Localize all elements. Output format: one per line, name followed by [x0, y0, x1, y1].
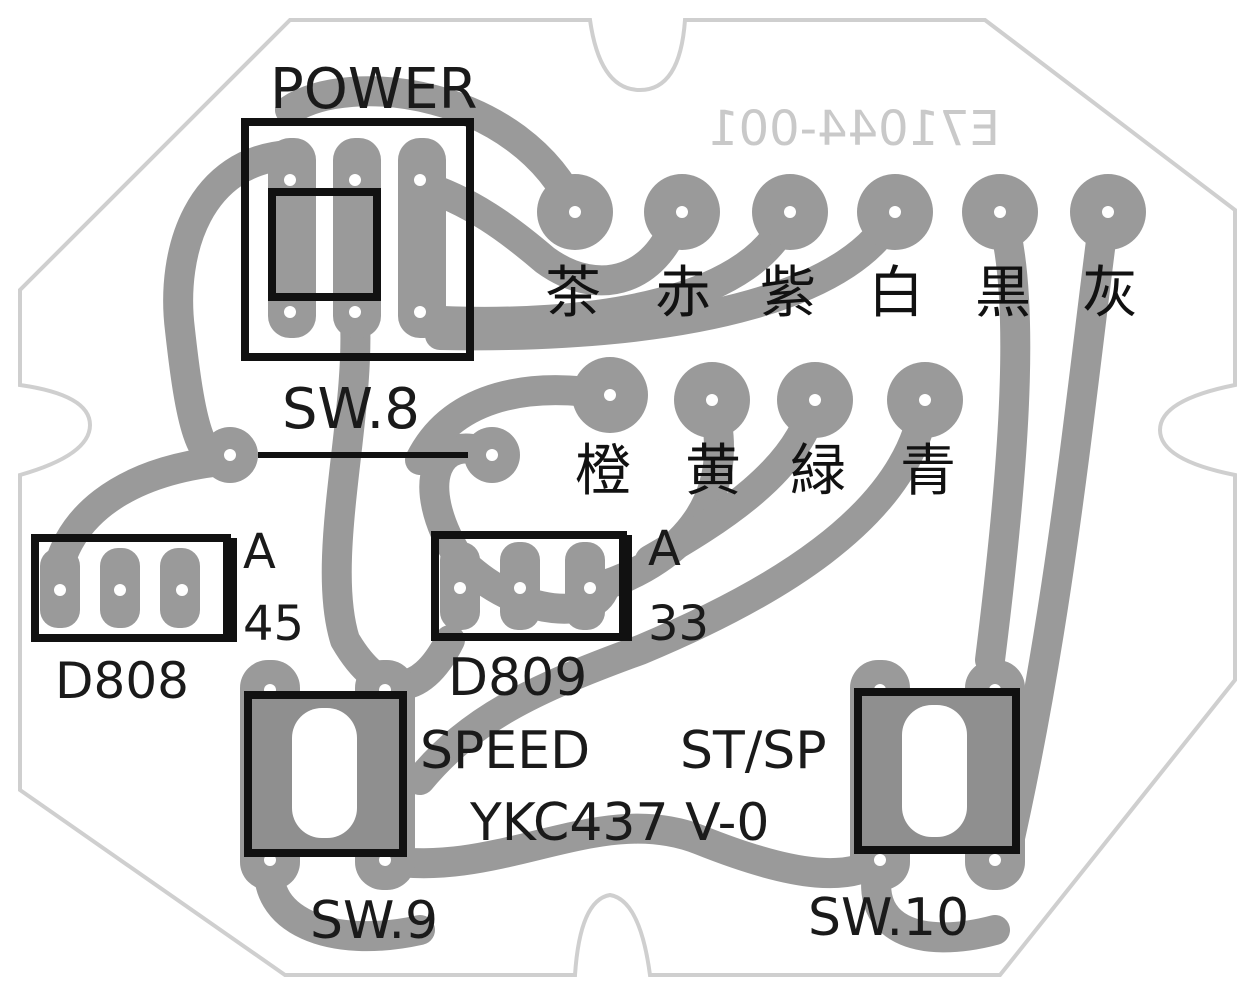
jumper: [202, 427, 520, 483]
part-number-mirrored: E71044-001: [708, 101, 1000, 157]
wire-pads-top: [537, 174, 1146, 250]
wire-color-2: 紫: [760, 261, 816, 326]
wire-color-0: 茶: [545, 261, 601, 326]
sw9-label: SW.9: [310, 891, 438, 951]
wire-color-mid-0: 橙: [575, 439, 631, 504]
wire-color-3: 白: [868, 261, 924, 326]
wire-color-5: 灰: [1082, 261, 1138, 326]
led-d808: [31, 534, 237, 642]
d809-value: 33: [648, 596, 709, 652]
sw8-label: SW.8: [282, 377, 420, 442]
speed-label: SPEED: [420, 721, 590, 781]
wire-color-4: 黒: [975, 261, 1031, 326]
d809-ref: D809: [448, 648, 587, 708]
wire-pads-mid: [572, 357, 963, 438]
d808-polarity: A: [243, 524, 276, 580]
model-label: YKC437 V-0: [469, 793, 769, 853]
power-switch-sw8: [241, 118, 474, 361]
led-d809: [431, 531, 632, 641]
wire-color-mid-2: 緑: [790, 439, 846, 504]
stsp-switch-sw10: [850, 660, 1025, 890]
stsp-label: ST/SP: [680, 721, 827, 781]
speed-switch-sw9: [240, 660, 415, 890]
wire-color-1: 赤: [655, 261, 711, 326]
wire-color-mid-1: 黄: [685, 439, 741, 504]
power-label: POWER: [270, 57, 478, 122]
d808-ref: D808: [55, 652, 189, 710]
d809-polarity: A: [648, 521, 681, 577]
sw10-label: SW.10: [808, 888, 969, 948]
wire-color-mid-3: 青: [900, 439, 956, 504]
d808-value: 45: [243, 596, 304, 652]
